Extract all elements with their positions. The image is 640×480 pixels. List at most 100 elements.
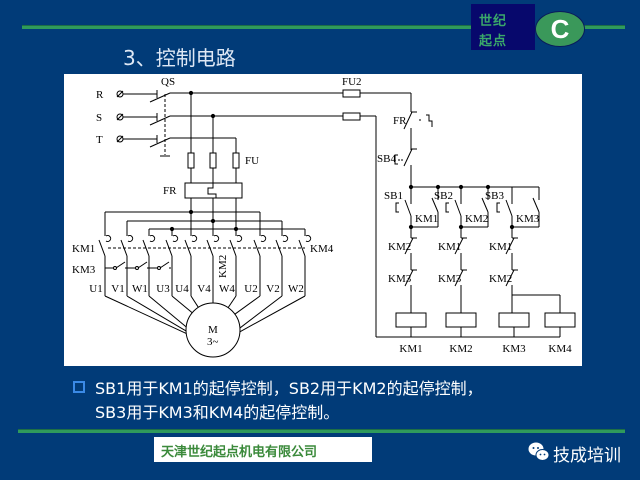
terminal-label-u3: U3 <box>156 283 170 295</box>
company-banner: 天津世纪起点机电有限公司 <box>154 437 372 462</box>
terminal-label-w1: W1 <box>132 283 148 295</box>
motor-lead <box>238 295 306 334</box>
main-contact-blade <box>298 239 306 257</box>
label-s: S <box>96 112 102 124</box>
bottom-rule <box>18 429 625 433</box>
terminal-label-v1: V1 <box>111 283 124 295</box>
motor-lead <box>236 295 283 331</box>
label-fu: FU <box>245 155 259 167</box>
fuse-fu <box>232 152 240 169</box>
terminal-label-u2: U2 <box>244 283 257 295</box>
sb-label: SB2 <box>434 190 453 202</box>
logo-badge: C <box>535 11 585 47</box>
interlock-label: KM2 <box>388 241 411 253</box>
bullet-text-line2: SB3用于KM3和KM4的起停控制。 <box>95 403 340 422</box>
start-button-contact <box>505 199 513 217</box>
logo-text-1: 世纪 <box>479 14 508 29</box>
contact-hook <box>105 235 112 242</box>
main-contact-blade <box>98 239 106 257</box>
interlock-label: KM2 <box>489 273 512 285</box>
motor-phase-label: 3~ <box>207 336 219 348</box>
label-t: T <box>96 134 103 146</box>
terminal-label-v4: V4 <box>197 283 211 295</box>
contact-hook <box>282 235 289 242</box>
junction-dot <box>188 90 194 96</box>
fr-nc-contact <box>403 111 413 130</box>
coil-km2 <box>445 312 477 328</box>
motor-lead <box>104 295 188 335</box>
terminal-label-w4: W4 <box>219 283 235 295</box>
contact-hook <box>260 235 267 242</box>
nc-contact <box>454 237 464 255</box>
nc-contact <box>454 269 464 287</box>
coil-label: KM4 <box>548 343 572 355</box>
fr-symbol <box>426 114 433 127</box>
km3-blade <box>137 261 148 269</box>
fuse-fu2-s <box>342 112 361 121</box>
fr-heater <box>207 183 217 198</box>
label-r: R <box>96 89 104 101</box>
fuse-fu2-r <box>342 89 361 98</box>
terminal-slash <box>116 90 124 98</box>
km3-blade <box>159 261 170 269</box>
bullet-text-line1: SB1用于KM1的起停控制，SB2用于KM2的起停控制， <box>95 379 483 398</box>
fuse-fu <box>209 152 217 169</box>
interlock-label: KM3 <box>438 273 462 285</box>
wechat-icon <box>528 442 550 461</box>
contact-hook <box>191 235 198 242</box>
motor-lead <box>234 295 261 315</box>
coil-label: KM2 <box>449 343 472 355</box>
hold-contact <box>431 197 439 213</box>
start-button <box>496 202 500 213</box>
interlock-label: KM1 <box>489 241 512 253</box>
bullet-icon <box>73 381 85 393</box>
motor-lead <box>171 295 193 314</box>
nc-contact <box>505 237 515 255</box>
km3-blade <box>115 261 126 269</box>
contact-hook <box>236 235 243 242</box>
nc-contact <box>404 269 414 287</box>
start-button <box>445 202 449 213</box>
label-fu2: FU2 <box>342 76 362 88</box>
nc-contact <box>505 269 515 287</box>
coil-km4 <box>544 312 576 328</box>
contact-hook <box>149 235 156 242</box>
slide-title: 3、控制电路 <box>123 46 236 70</box>
top-rule-right <box>583 25 625 29</box>
hold-label: KM2 <box>465 213 488 225</box>
terminal-label-u1: U1 <box>89 283 102 295</box>
logo: 世纪 起点 <box>471 4 535 50</box>
sb-label: SB1 <box>384 190 403 202</box>
motor-lead <box>148 295 190 330</box>
contact-hook <box>127 235 134 242</box>
company-name: 天津世纪起点机电有限公司 <box>161 445 318 460</box>
contact-hook <box>172 235 179 242</box>
terminal-label-w2: W2 <box>288 283 304 295</box>
contact-hook <box>213 235 220 242</box>
start-button-contact <box>404 199 412 217</box>
label-km1: KM1 <box>72 243 95 255</box>
contact-hook <box>305 235 312 242</box>
motor-circle <box>185 302 241 358</box>
qs-blade <box>149 115 171 126</box>
interlock-label: KM3 <box>388 273 412 285</box>
hold-label: KM1 <box>415 213 438 225</box>
start-button-contact <box>454 199 462 217</box>
hold-contact <box>481 197 489 213</box>
coil-label: KM3 <box>502 343 526 355</box>
top-rule <box>22 25 471 29</box>
terminal-label-u4: U4 <box>175 283 189 295</box>
coil-km3 <box>498 312 530 328</box>
wechat-account-name: 技成培训 <box>553 446 621 466</box>
sb4-contact <box>403 148 413 167</box>
qs-blade <box>149 92 171 103</box>
coil-km1 <box>395 312 427 328</box>
nc-contact <box>404 237 414 255</box>
fuse-fu <box>187 152 195 169</box>
start-button <box>395 202 399 213</box>
label-km4: KM4 <box>310 243 334 255</box>
ctrl-label-sb4: SB4 <box>377 153 396 165</box>
label-km3: KM3 <box>72 264 96 276</box>
